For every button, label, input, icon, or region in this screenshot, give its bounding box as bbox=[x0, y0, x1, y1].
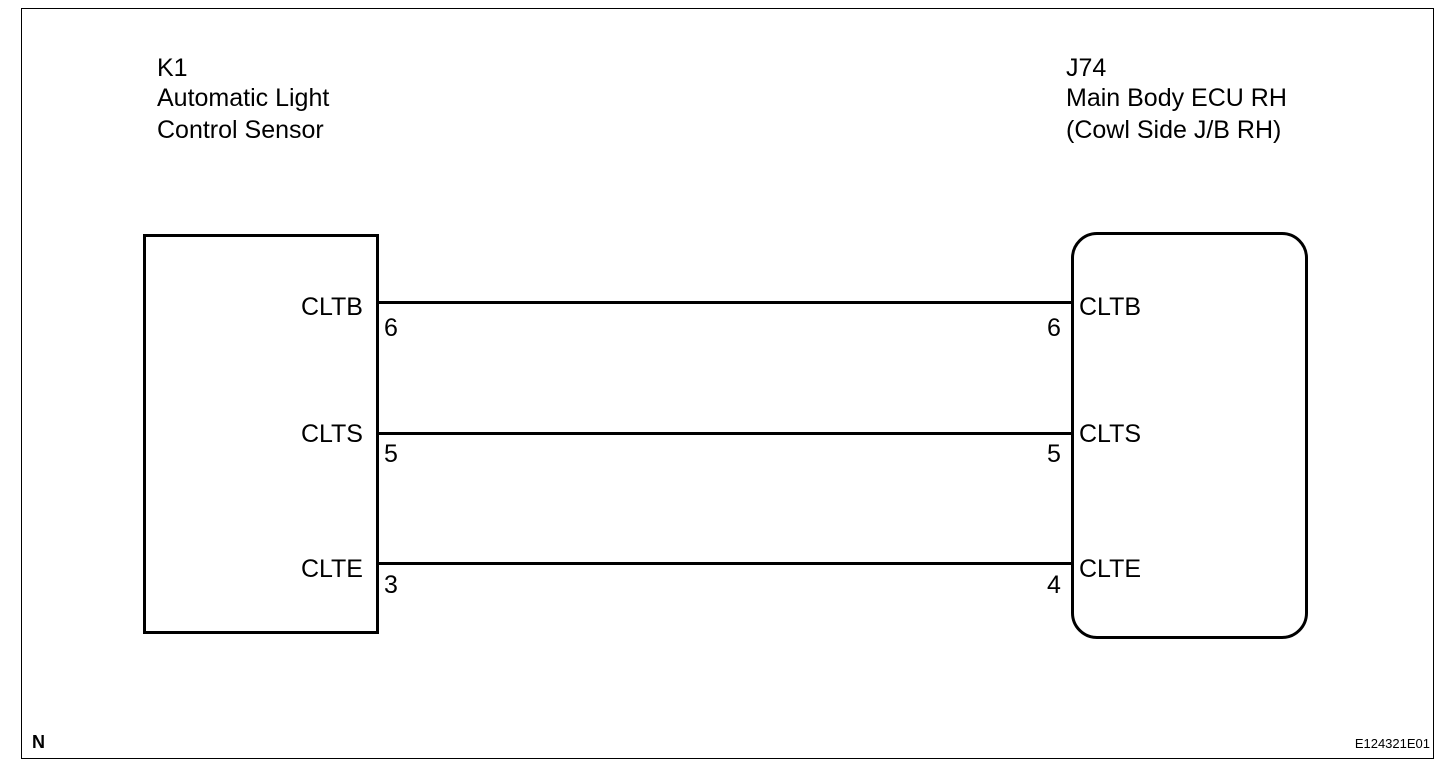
wire-clte bbox=[378, 562, 1073, 565]
wire-clts bbox=[378, 432, 1073, 435]
corner-mark: N bbox=[32, 732, 45, 752]
j74-ecu-box bbox=[1071, 232, 1308, 639]
k1-pin-5: 5 bbox=[384, 440, 398, 468]
j74-name-line2: (Cowl Side J/B RH) bbox=[1066, 116, 1282, 144]
k1-pin-3: 3 bbox=[384, 571, 398, 599]
k1-name-line2: Control Sensor bbox=[157, 116, 324, 144]
j74-pin-5: 5 bbox=[1047, 440, 1061, 468]
k1-connector-id: K1 bbox=[157, 54, 188, 82]
j74-pin-6: 6 bbox=[1047, 314, 1061, 342]
figure-id: E124321E01 bbox=[1354, 736, 1430, 751]
j74-connector-id: J74 bbox=[1066, 54, 1107, 82]
k1-pin-6: 6 bbox=[384, 314, 398, 342]
j74-signal-cltb: CLTB bbox=[1079, 293, 1142, 321]
j74-pin-4: 4 bbox=[1047, 571, 1061, 599]
j74-name-line1: Main Body ECU RH bbox=[1066, 84, 1287, 112]
k1-sensor-box bbox=[143, 234, 379, 634]
diagram-frame bbox=[21, 8, 1434, 759]
k1-signal-clts: CLTS bbox=[300, 420, 363, 448]
k1-signal-clte: CLTE bbox=[300, 555, 363, 583]
j74-signal-clte: CLTE bbox=[1079, 555, 1142, 583]
k1-signal-cltb: CLTB bbox=[300, 293, 363, 321]
k1-name-line1: Automatic Light bbox=[157, 84, 330, 112]
wire-cltb bbox=[378, 301, 1073, 304]
j74-signal-clts: CLTS bbox=[1079, 420, 1142, 448]
